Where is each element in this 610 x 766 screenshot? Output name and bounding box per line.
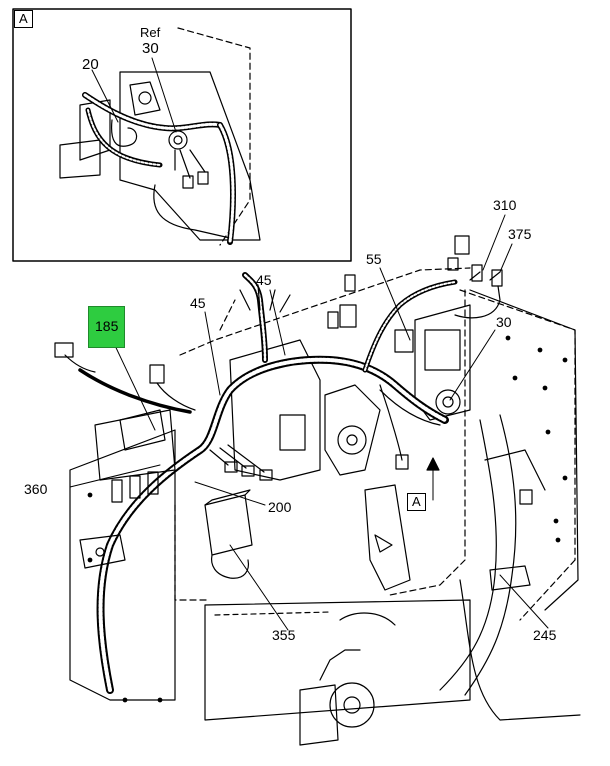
callout-360: 360 xyxy=(24,481,48,497)
detail-box-label: A xyxy=(14,10,33,28)
callout-355: 355 xyxy=(272,627,296,643)
callout-30-detail: 30 xyxy=(142,40,159,57)
detail-ref-label: Ref xyxy=(140,25,161,40)
callout-375: 375 xyxy=(508,226,532,242)
callout-45-top: 45 xyxy=(256,272,272,288)
callout-20: 20 xyxy=(82,56,99,73)
callout-310: 310 xyxy=(493,197,517,213)
detail-panel-dashed xyxy=(177,27,251,246)
callout-185-highlighted[interactable]: 185 xyxy=(88,306,126,348)
view-marker-a: A xyxy=(407,493,426,511)
callout-55: 55 xyxy=(366,251,382,267)
detail-frame xyxy=(12,8,352,262)
main-assembly xyxy=(54,214,581,746)
callout-245: 245 xyxy=(533,627,557,643)
callout-30-main: 30 xyxy=(496,314,512,330)
callout-45-left: 45 xyxy=(190,295,206,311)
callout-200: 200 xyxy=(268,499,292,515)
detail-a-inset xyxy=(12,8,352,262)
